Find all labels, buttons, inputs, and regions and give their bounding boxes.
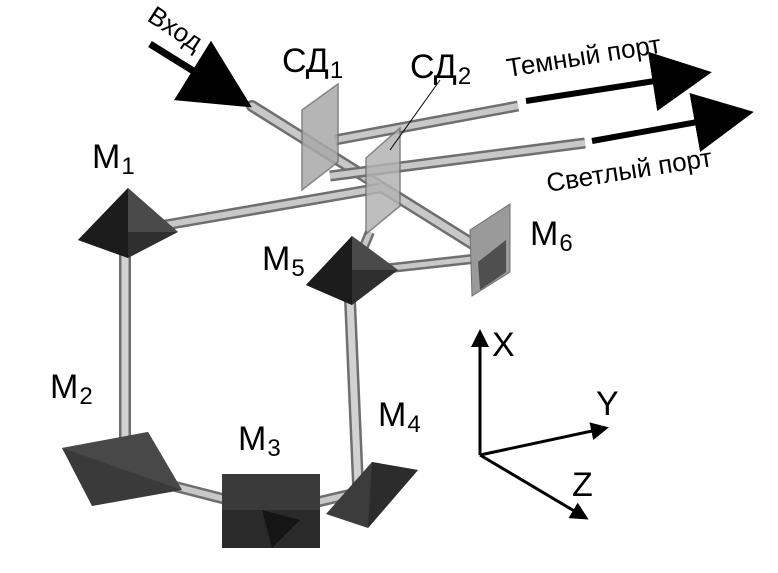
mirror-2 [62, 432, 182, 506]
coordinate-axes: X Y Z [471, 326, 619, 520]
beam-paths [119, 100, 586, 518]
y-axis-arrow [479, 422, 609, 457]
mirror-1 [78, 188, 178, 258]
input-arrow [148, 40, 252, 108]
svg-text:M1: M1 [92, 138, 135, 180]
mirror-3-label: M3 [238, 420, 281, 462]
bright-port-arrow [591, 92, 754, 153]
z-axis-arrow [479, 453, 589, 520]
mirror-4 [326, 462, 418, 528]
mirror-1-label: M1 [92, 138, 135, 180]
bs2-leader-line [389, 79, 441, 151]
svg-text:M2: M2 [50, 368, 93, 410]
svg-text:M3: M3 [238, 420, 281, 462]
dark-port-arrow [525, 51, 712, 112]
mirror-3 [222, 474, 320, 548]
svg-text:СД1: СД1 [282, 42, 343, 84]
beamsplitter-1 [301, 82, 339, 192]
mirror-2-label: M2 [50, 368, 93, 410]
svg-text:СД2: СД2 [410, 48, 471, 90]
svg-text:M4: M4 [378, 396, 421, 438]
z-axis-label: Z [572, 466, 593, 504]
mirror-4-label: M4 [378, 396, 421, 438]
beamsplitter-1-label: СД1 [282, 42, 343, 84]
beamsplitter-2-label: СД2 [410, 48, 471, 90]
beamsplitter-2 [365, 126, 401, 236]
svg-text:M6: M6 [530, 215, 573, 257]
x-axis-label: X [492, 326, 515, 364]
mirror-5 [306, 236, 398, 305]
mirror-6 [469, 203, 511, 297]
beam-dark-port [333, 100, 520, 146]
mirror-5-label: M5 [262, 240, 305, 282]
y-axis-label: Y [596, 385, 619, 423]
beam-m4-to-m5 [344, 299, 364, 486]
dark-port-label: Темный порт [504, 29, 663, 83]
mirror-6-label: M6 [530, 215, 573, 257]
svg-text:M5: M5 [262, 240, 305, 282]
